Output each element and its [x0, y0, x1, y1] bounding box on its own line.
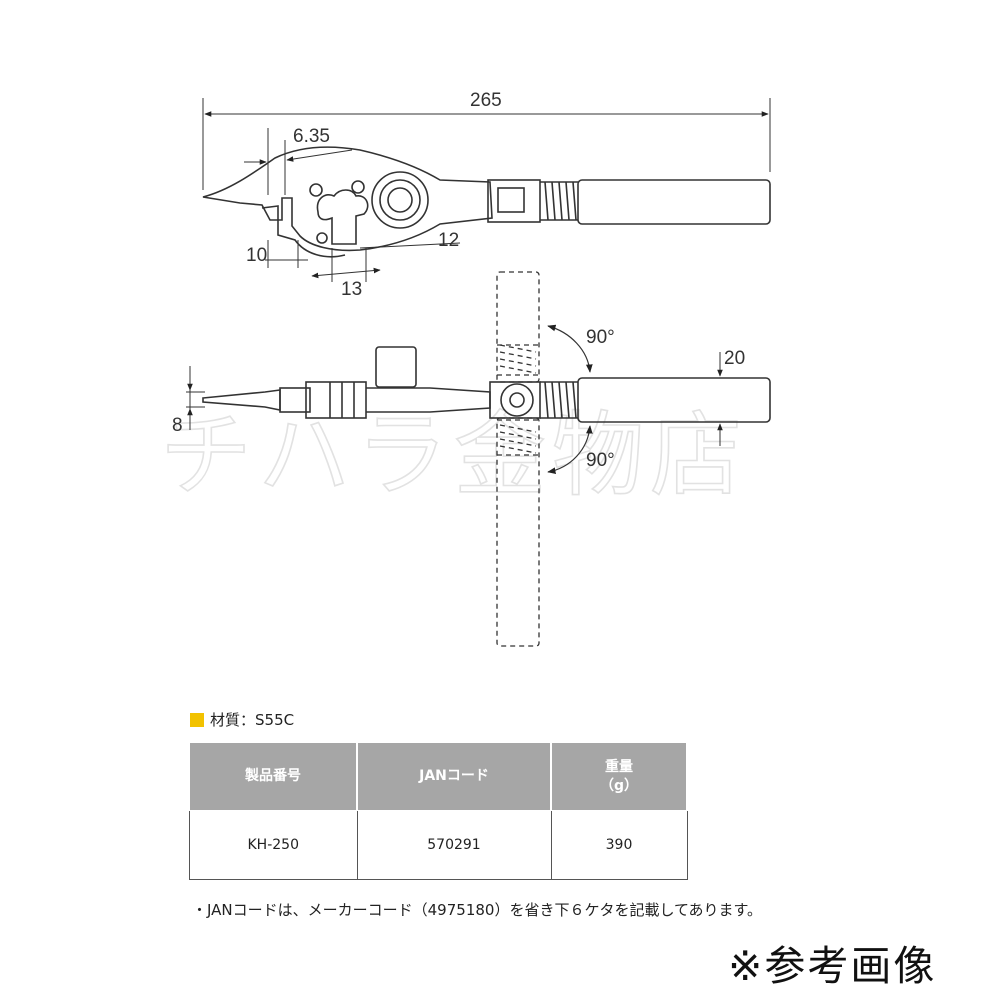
header-weight: 重量 （g）	[550, 742, 688, 811]
header-weight-label: 重量	[605, 758, 633, 775]
header-weight-unit: （g）	[599, 777, 639, 794]
angle-lower: 90°	[586, 450, 615, 471]
dim-overall-length: 265	[470, 90, 502, 111]
side-view	[186, 271, 771, 647]
dim-handle-diameter: 20	[724, 348, 745, 369]
cell-product-number: KH-250	[189, 810, 358, 880]
header-product-number: 製品番号	[189, 742, 358, 811]
cell-jan-code: 570291	[356, 810, 552, 880]
angle-upper: 90°	[586, 327, 615, 348]
top-view	[202, 98, 771, 282]
dim-jaw-right: 12	[438, 230, 459, 251]
spec-table-header: 製品番号 JANコード 重量 （g）	[189, 742, 688, 811]
dim-socket-size: 6.35	[293, 126, 330, 147]
cell-weight: 390	[550, 810, 688, 880]
reference-image-label: ※参考画像	[728, 942, 937, 990]
table-row: KH-250 570291 390	[189, 810, 688, 880]
material-label: 材質：S55C	[190, 709, 294, 730]
dim-jaw-left: 10	[246, 245, 267, 266]
product-technical-drawing: チハラ金物店	[159, 90, 771, 647]
spec-table: 製品番号 JANコード 重量 （g） KH-250 570291 390	[189, 742, 688, 880]
dim-slot-width: 13	[341, 279, 362, 300]
material-text: 材質：S55C	[210, 711, 295, 729]
watermark: チハラ金物店	[160, 402, 748, 509]
dim-tip-thickness: 8	[172, 415, 183, 436]
header-jan-code: JANコード	[356, 742, 552, 811]
jan-note: ・JANコードは、メーカーコード（4975180）を省き下６ケタを記載してありま…	[192, 901, 763, 919]
material-marker	[190, 712, 204, 727]
